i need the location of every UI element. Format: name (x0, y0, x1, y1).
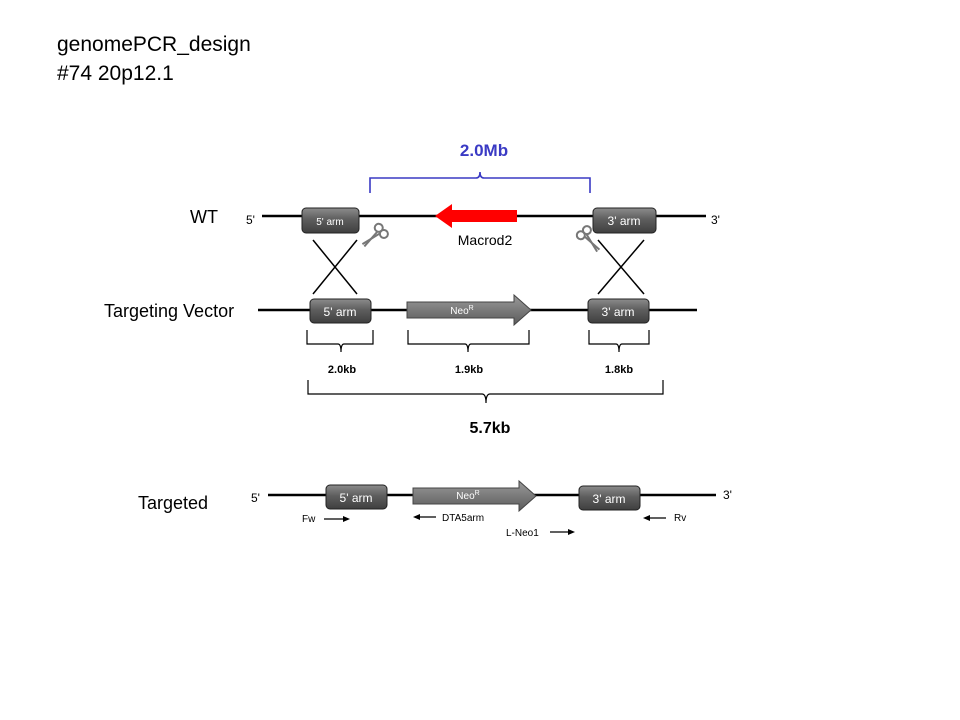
vector-3arm-box (587, 298, 650, 324)
targeted-neo-label: NeoR (456, 490, 479, 502)
vector-5arm-box (309, 298, 372, 324)
targeted-3arm-box (578, 485, 641, 511)
deletion-bracket (369, 171, 591, 193)
header-title: genomePCR_design (57, 33, 251, 56)
size-arm3: 1.8kb (605, 364, 633, 376)
brace-neo (407, 330, 530, 353)
macrod2-label: Macrod2 (458, 232, 513, 248)
primer-rv-label: Rv (674, 513, 686, 524)
deletion-size: 2.0Mb (460, 141, 508, 160)
wt-label: WT (190, 207, 218, 227)
targeted-3arm-label: 3' arm (593, 492, 626, 506)
wt-5arm-box (301, 207, 360, 234)
primer-lneo-arrow (550, 529, 575, 535)
brace-total (307, 380, 664, 404)
vector-5arm-label: 5' arm (324, 305, 357, 319)
size-arm5: 2.0kb (328, 364, 356, 376)
brace-arm5 (306, 330, 374, 353)
primer-fw-label: Fw (302, 514, 316, 525)
scissors-icon (361, 222, 389, 248)
wt-3arm-box (592, 207, 657, 234)
vector-3arm-label: 3' arm (602, 305, 635, 319)
primer-fw-arrow (324, 516, 350, 522)
size-total: 5.7kb (470, 420, 511, 437)
primer-rv-arrow (643, 515, 666, 521)
wt-3arm-label: 3' arm (608, 214, 641, 228)
vector-neo-arrow (406, 293, 532, 327)
targeted-neo-arrow (412, 479, 537, 513)
header-locus: #74 20p12.1 (57, 62, 174, 85)
scissors-icon (575, 225, 601, 253)
macrod2-arrow (435, 204, 517, 228)
primer-lneo-label: L-Neo1 (506, 528, 539, 539)
targeted-5arm-label: 5' arm (340, 491, 373, 505)
brace-arm3 (588, 330, 650, 353)
vector-neo-label: NeoR (450, 305, 473, 317)
wt-5arm-label: 5' arm (316, 217, 343, 228)
primer-dta-label: DTA5arm (442, 513, 484, 524)
primer-dta-arrow (413, 514, 436, 520)
crossover-right (597, 239, 645, 295)
size-neo: 1.9kb (455, 364, 483, 376)
wt-3prime: 3' (711, 213, 720, 227)
targeted-5arm-box (325, 484, 388, 510)
targeted-3prime: 3' (723, 488, 732, 502)
targeted-5prime: 5' (251, 491, 260, 505)
targeted-label: Targeted (138, 493, 208, 513)
crossover-left (312, 239, 358, 295)
vector-label: Targeting Vector (104, 301, 234, 321)
wt-5prime: 5' (246, 213, 255, 227)
